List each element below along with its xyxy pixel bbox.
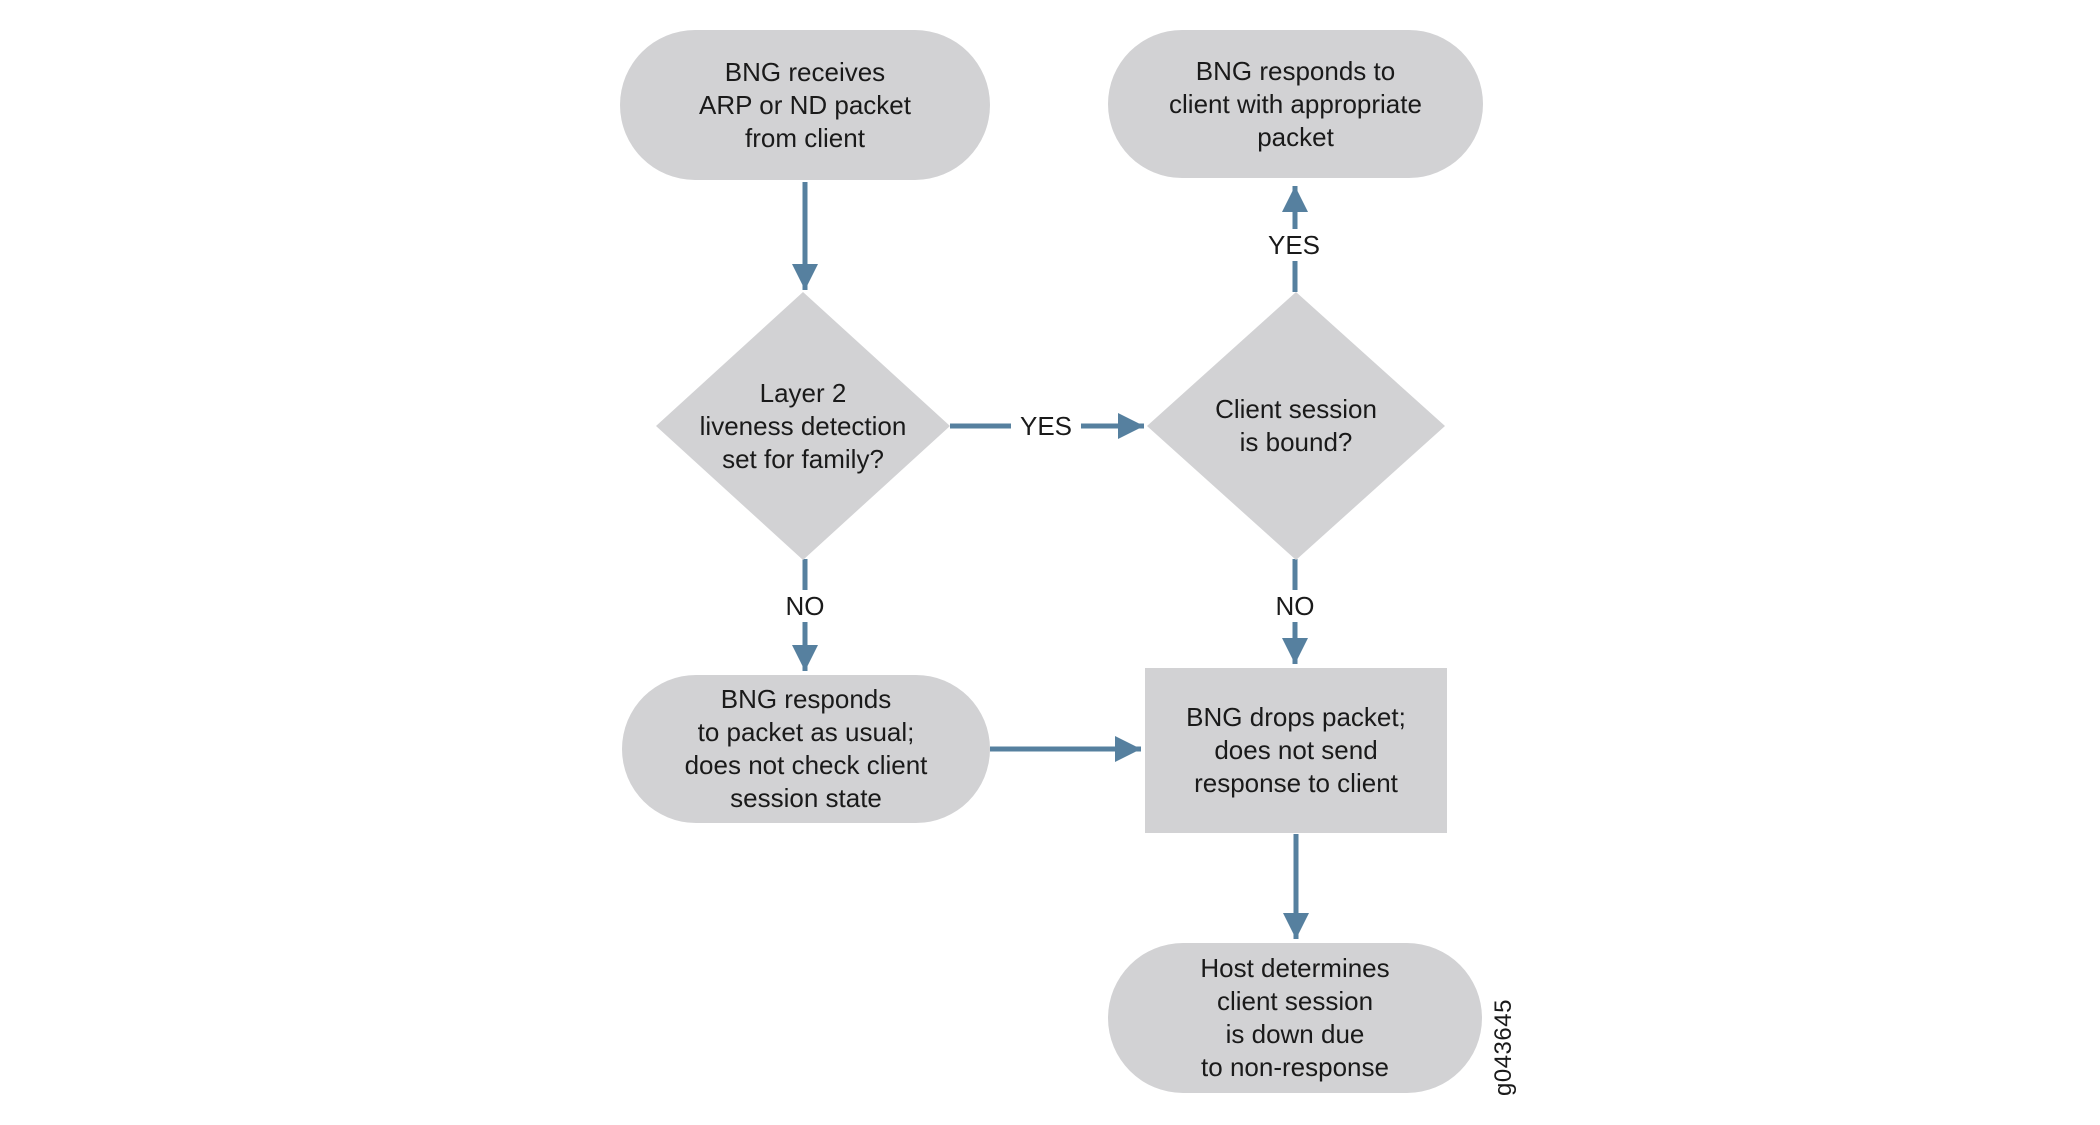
node-bng-drops-packet-label: BNG drops packet; does not send response… — [1186, 702, 1406, 798]
edge-label-liveness-no: NO — [776, 590, 834, 622]
figure-id-watermark: g043645 — [1490, 999, 1517, 1096]
node-bng-responds-appropriate-label: BNG responds to client with appropriate … — [1169, 55, 1422, 152]
node-bng-receives-packet-label: BNG receives ARP or ND packet from clien… — [699, 56, 911, 153]
node-bng-responds-appropriate: BNG responds to client with appropriate … — [1108, 30, 1483, 178]
node-bng-drops-packet: BNG drops packet; does not send response… — [1145, 668, 1447, 833]
node-bng-responds-usual: BNG responds to packet as usual; does no… — [622, 675, 990, 823]
edge-label-bound-yes: YES — [1258, 229, 1330, 261]
node-bng-responds-usual-label: BNG responds to packet as usual; does no… — [684, 684, 928, 813]
edge-label-bound-no: NO — [1266, 590, 1324, 622]
decision-client-session-bound-label: Client session is bound? — [1215, 394, 1377, 457]
decision-liveness-detection-label: Layer 2 liveness detection set for famil… — [699, 377, 907, 474]
node-host-determines-down-label: Host determines client session is down d… — [1200, 953, 1390, 1082]
node-bng-receives-packet: BNG receives ARP or ND packet from clien… — [620, 30, 990, 180]
node-host-determines-down: Host determines client session is down d… — [1108, 943, 1482, 1093]
edge-label-liveness-yes: YES — [1010, 410, 1082, 442]
